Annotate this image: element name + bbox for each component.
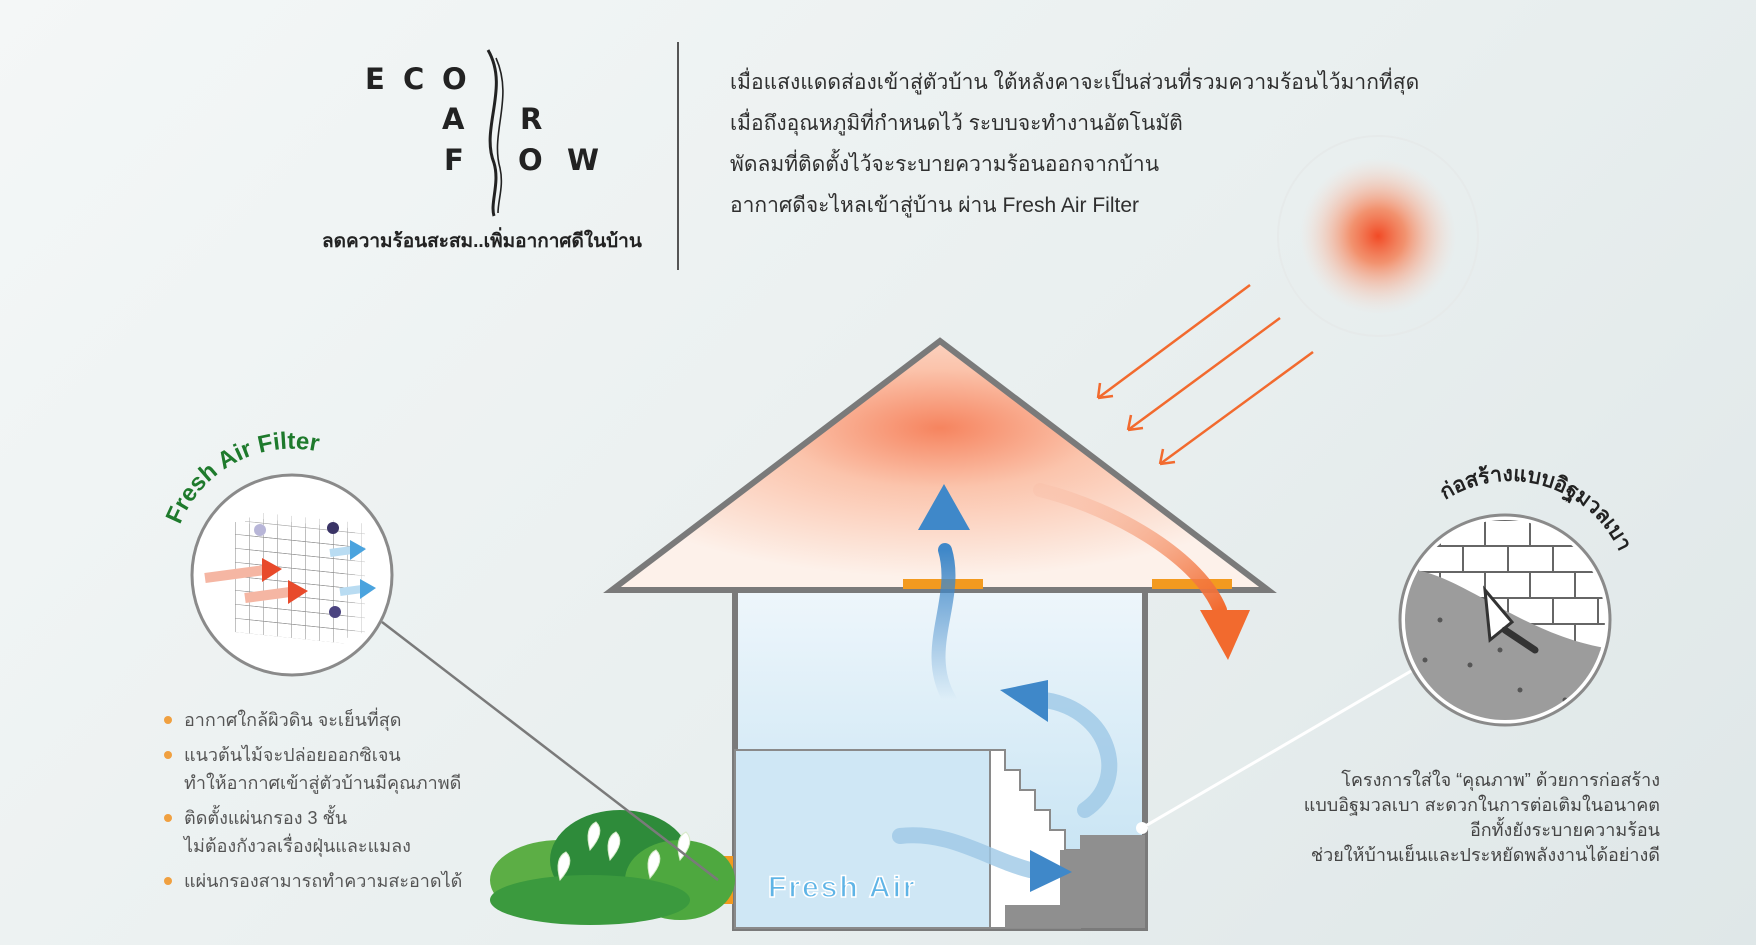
construction-text-line: อีกทั้งยังระบายความร้อน xyxy=(1469,820,1660,840)
list-item-text: อากาศใกล้ผิวดิน จะเย็นที่สุด xyxy=(184,710,402,730)
construction-callout-line xyxy=(1141,658,1431,830)
list-item-text: ไม่ต้องกังวลเรื่องฝุ่นและแมลง xyxy=(184,836,411,856)
list-item: อากาศใกล้ผิวดิน จะเย็นที่สุด xyxy=(162,706,462,734)
logo-letter-o2: O xyxy=(518,143,543,177)
list-item-text: ติดตั้งแผ่นกรอง 3 ชั้น xyxy=(184,808,348,828)
list-item-text: แผ่นกรองสามารถทำความสะอาดได้ xyxy=(184,871,463,891)
logo-tagline: ลดความร้อนสะสม..เพิ่มอากาศดีในบ้าน xyxy=(322,231,642,252)
list-item-text: ทำให้อากาศเข้าสู่ตัวบ้านมีคุณภาพดี xyxy=(184,773,462,793)
construction-text-line: โครงการใส่ใจ “คุณภาพ” ด้วยการก่อสร้าง xyxy=(1341,770,1660,790)
fresh-air-inlet-arrow xyxy=(892,827,1072,892)
list-item: แผ่นกรองสามารถทำความสะอาดได้ xyxy=(162,867,462,895)
circulating-air-arrow xyxy=(1000,680,1118,818)
fresh-air-filter-icon xyxy=(190,473,394,677)
logo-letter-w: W xyxy=(567,143,599,177)
sunlight-arrows xyxy=(1096,283,1314,466)
rising-air-arrow xyxy=(918,484,970,707)
logo-letter-c: C xyxy=(403,62,425,96)
intro-line: เมื่อแสงแดดส่องเข้าสู่ตัวบ้าน ใต้หลังคาจ… xyxy=(730,71,1420,94)
callout-dot xyxy=(1136,822,1148,834)
intro-line: พัดลมที่ติดตั้งไว้จะระบายความร้อนออกจากบ… xyxy=(730,153,1160,176)
roof-exhaust-vent xyxy=(1152,579,1232,589)
construction-text-line: แบบอิฐมวลเบา สะดวกในการต่อเติมในอนาคต xyxy=(1303,795,1660,815)
sun-icon xyxy=(1277,135,1479,337)
filter-callout-line xyxy=(381,621,719,881)
list-item-text: แนวต้นไม้จะปล่อยออกซิเจน xyxy=(184,745,401,765)
garden-plants-icon xyxy=(490,810,735,925)
filter-benefits-list: อากาศใกล้ผิวดิน จะเย็นที่สุด แนวต้นไม้จะ… xyxy=(162,706,462,902)
wind-stroke-icon xyxy=(486,49,504,217)
construction-description: โครงการใส่ใจ “คุณภาพ” ด้วยการก่อสร้าง แบ… xyxy=(1304,768,1660,868)
construction-text-line: ช่วยให้บ้านเย็นและประหยัดพลังงานได้อย่าง… xyxy=(1310,845,1660,865)
list-item: ติดตั้งแผ่นกรอง 3 ชั้นไม่ต้องกังวลเรื่อง… xyxy=(162,804,462,860)
logo-letter-a: A xyxy=(442,102,465,136)
fresh-air-label: Fresh Air xyxy=(768,871,917,904)
intro-line: อากาศดีจะไหลเข้าสู่บ้าน ผ่าน Fresh Air F… xyxy=(730,194,1139,217)
hot-air-exhaust-arrow xyxy=(1033,483,1250,660)
logo-letter-r: R xyxy=(520,102,543,136)
stair-block xyxy=(1005,835,1145,928)
lightweight-brick-icon xyxy=(1398,513,1612,727)
list-item: แนวต้นไม้จะปล่อยออกซิเจนทำให้อากาศเข้าสู… xyxy=(162,741,462,797)
header-divider xyxy=(677,42,679,270)
logo-letter-e: E xyxy=(365,62,385,96)
logo-letter-f: F xyxy=(444,143,464,177)
logo-letter-o: O xyxy=(442,62,467,96)
intro-line: เมื่อถึงอุณหภูมิที่กำหนดไว้ ระบบจะทำงานอ… xyxy=(730,112,1183,135)
